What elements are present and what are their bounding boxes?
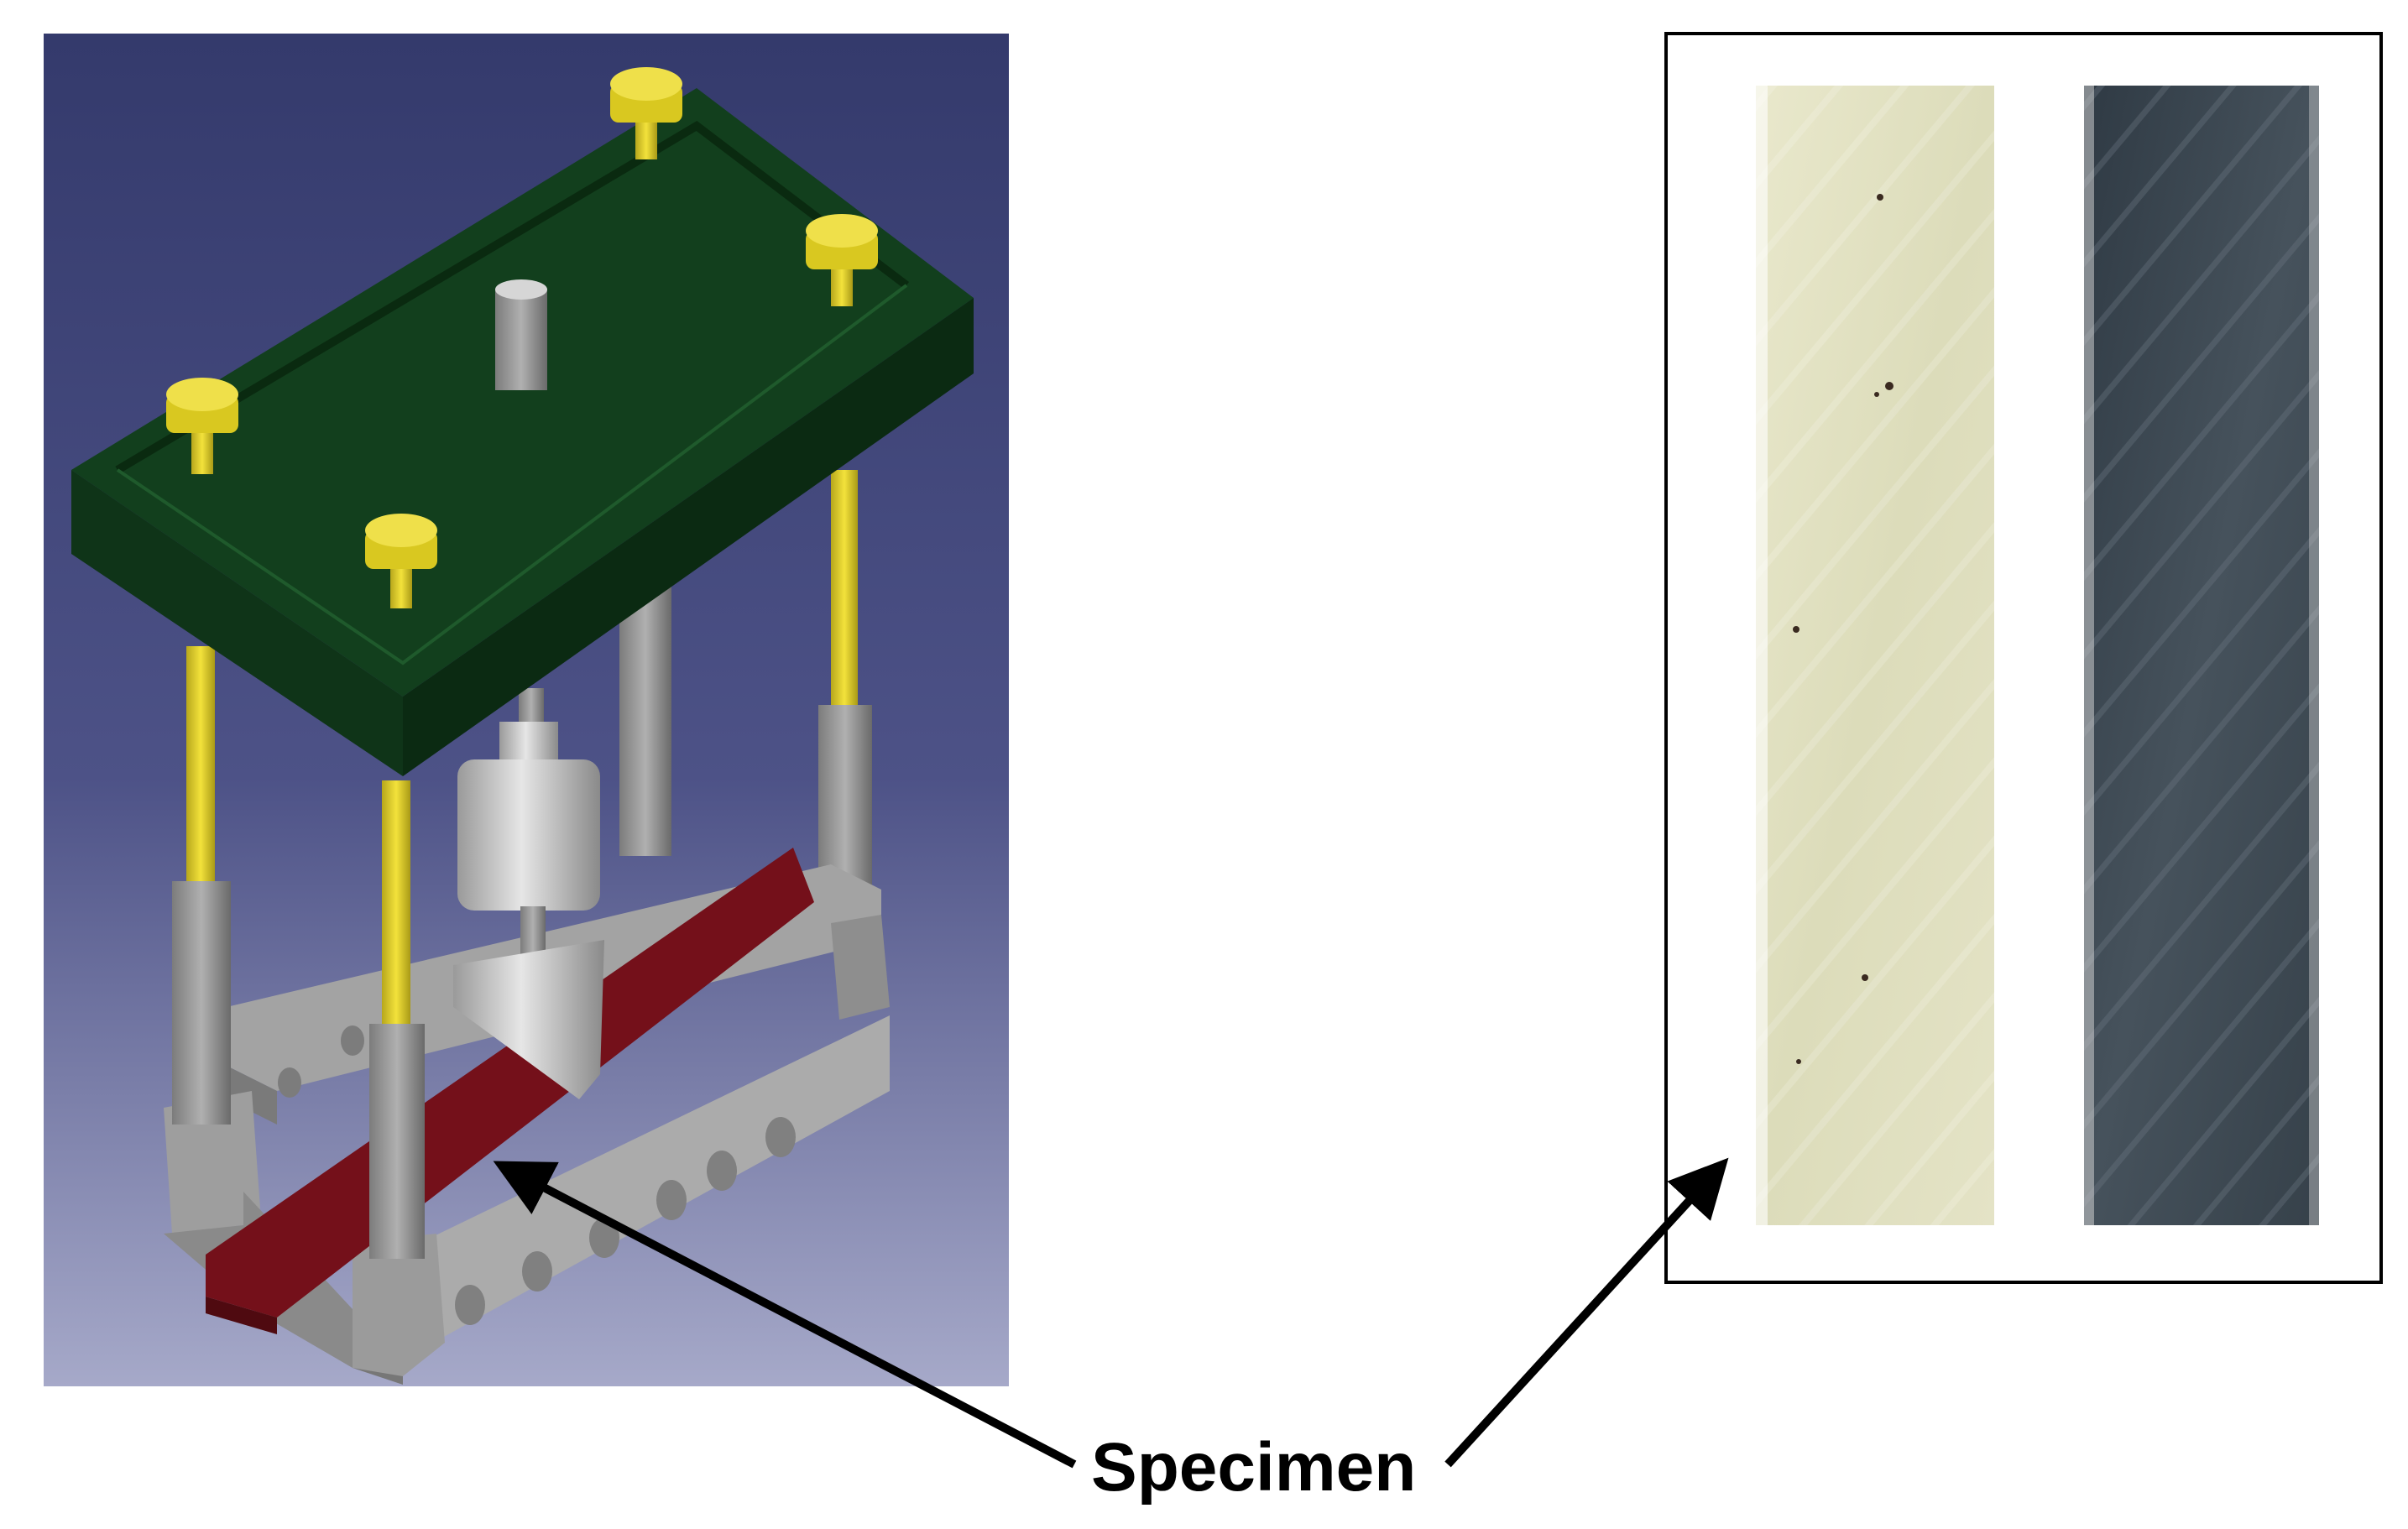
knob-icon <box>166 378 238 474</box>
specimen-callout: Specimen <box>493 1157 1729 1506</box>
glass-fiber-specimen <box>1756 86 1994 1225</box>
knob-icon <box>806 214 878 306</box>
specimen-arrow-icon <box>493 1161 1077 1469</box>
knob-icon <box>610 67 682 159</box>
cad-fixture-rendering <box>44 34 1009 1386</box>
knob-icon <box>365 514 437 608</box>
loading-punch <box>453 688 604 1099</box>
specimen-label: Specimen <box>1091 1429 1416 1506</box>
cad-specimen-bar <box>206 848 814 1318</box>
specimen-photo-panel <box>1664 32 2383 1284</box>
top-plate <box>71 88 974 776</box>
carbon-fiber-specimen <box>2084 86 2319 1225</box>
cad-specimen-bar-edge <box>206 1297 277 1334</box>
clamping-knobs <box>166 67 878 608</box>
specimen-arrow-icon <box>1444 1157 1729 1468</box>
front-posts <box>172 646 425 1259</box>
